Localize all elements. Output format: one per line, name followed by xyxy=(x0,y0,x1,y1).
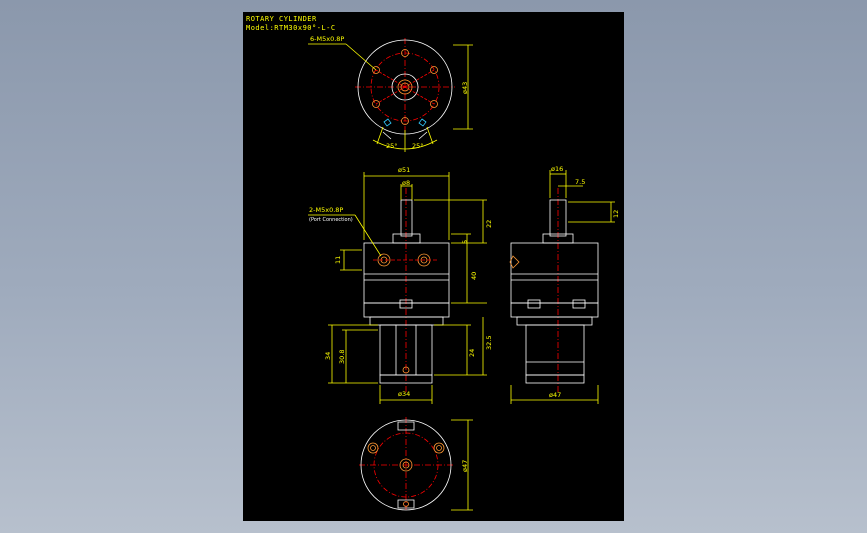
leader-top-callout xyxy=(345,43,377,71)
label-top-dia: ø43 xyxy=(461,81,469,94)
label-angle-right: 25° xyxy=(412,142,424,150)
front-shaft-collar xyxy=(392,233,421,244)
top-view-mounting-holes xyxy=(372,49,438,125)
label-side-12: 12 xyxy=(612,209,620,218)
callout-port-note: (Port Connection) xyxy=(309,217,353,223)
callout-mount-holes: 6-M5x0.8P xyxy=(310,35,345,43)
top-view xyxy=(308,38,473,152)
drawing-sheet: ROTARY CYLINDER Model:RTM30x90°-L-C 6-M5… xyxy=(243,12,624,521)
label-side-7-5: 7.5 xyxy=(575,178,586,186)
callout-port: 2-M5x0.8P xyxy=(309,206,344,214)
top-view-pitch-circle xyxy=(370,52,440,122)
label-angle-left: 25° xyxy=(386,142,398,150)
label-dim-30-8: 30.8 xyxy=(338,349,346,364)
leader-port-callout xyxy=(354,214,382,257)
bottom-view xyxy=(359,417,473,511)
top-view-shaft-center xyxy=(400,82,410,92)
side-base-block xyxy=(525,324,585,376)
bottom-view-outer-circle xyxy=(360,419,452,511)
label-dim-5: 5 xyxy=(461,239,469,244)
drawing-model: Model:RTM30x90°-L-C xyxy=(246,24,336,32)
label-side-16: ø16 xyxy=(551,165,564,173)
label-dim-22: 22 xyxy=(485,219,493,228)
cad-drawing xyxy=(308,38,615,511)
top-view-port-markers xyxy=(383,118,427,127)
label-side-47: ø47 xyxy=(549,391,562,399)
side-shaft xyxy=(549,199,567,237)
label-width-51: ø51 xyxy=(398,166,411,174)
front-body-upper xyxy=(363,242,450,304)
label-dim-32-5: 32.5 xyxy=(485,335,493,350)
top-view-boss xyxy=(391,73,419,101)
drawing-title: ROTARY CYLINDER xyxy=(246,15,317,23)
front-port-left xyxy=(377,253,391,267)
front-body-lower xyxy=(363,302,450,318)
label-dim-24: 24 xyxy=(468,348,476,357)
top-view-shaft-bore xyxy=(397,79,413,95)
side-body-upper xyxy=(510,242,599,304)
side-port xyxy=(509,255,520,269)
label-dim-34: 34 xyxy=(324,351,332,360)
label-dim-11: 11 xyxy=(334,255,342,264)
label-shaft-8: ø8 xyxy=(402,179,411,187)
front-shaft xyxy=(400,199,413,237)
label-base-34: ø34 xyxy=(398,390,411,398)
label-bottom-dia: ø47 xyxy=(461,459,469,472)
front-view xyxy=(308,172,487,404)
side-view xyxy=(509,170,615,404)
label-dim-40: 40 xyxy=(470,271,478,280)
